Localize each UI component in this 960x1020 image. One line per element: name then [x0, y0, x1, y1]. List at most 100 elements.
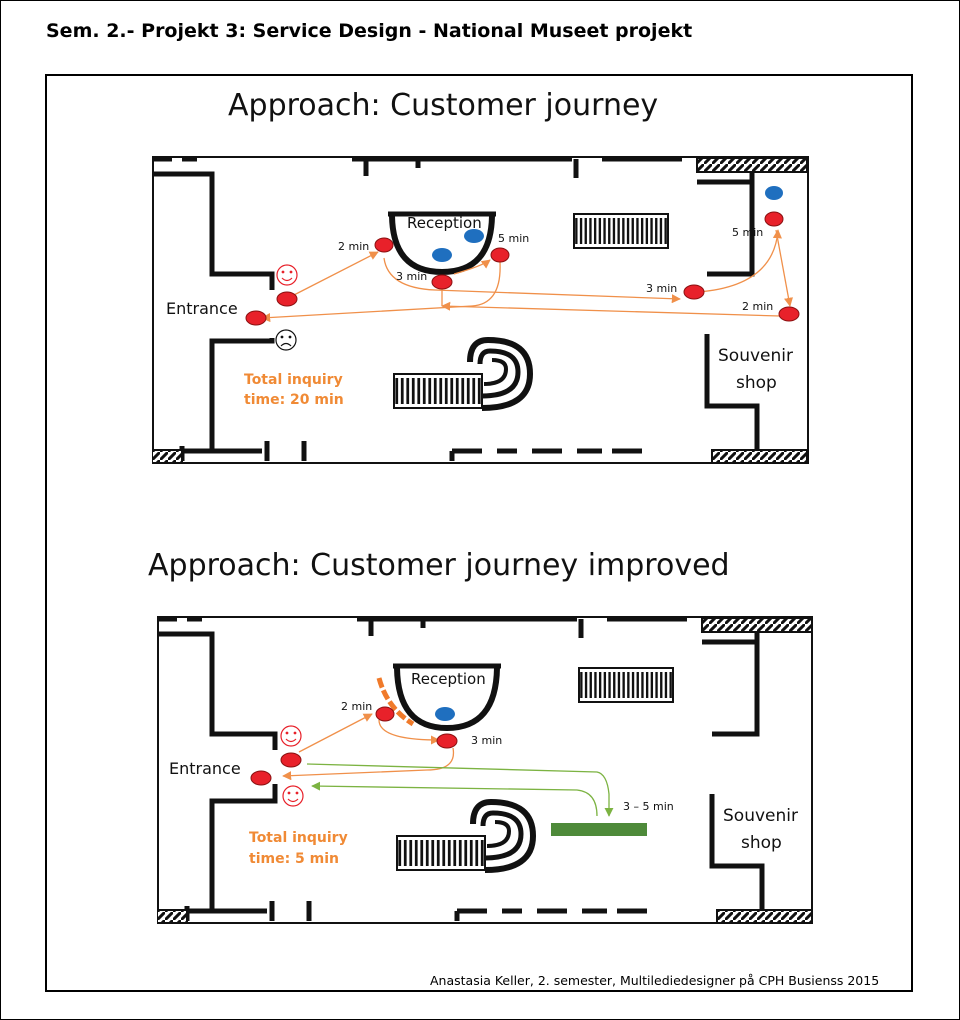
- bar-slat: [453, 840, 457, 866]
- time-label-3min: 3 min: [396, 270, 427, 283]
- bar-slat: [411, 378, 415, 404]
- staff-markers: [432, 186, 783, 262]
- bar-slat: [659, 218, 663, 244]
- bar-slat: [458, 840, 462, 866]
- hatched-walls: [157, 617, 813, 924]
- bar-slat: [417, 378, 421, 404]
- walls: [157, 616, 765, 921]
- souvenir-shop-label-line2: shop: [741, 833, 782, 853]
- bar-slat: [425, 840, 429, 866]
- bar-slat: [414, 840, 418, 866]
- bar-slat: [622, 218, 625, 244]
- bar-slat: [598, 218, 602, 244]
- bar-slat: [664, 672, 668, 698]
- staff-markers: [435, 707, 455, 721]
- page-header: Sem. 2.- Projekt 3: Service Design - Nat…: [46, 20, 693, 42]
- customer-markers: [245, 211, 800, 326]
- bar-slat: [403, 840, 407, 866]
- souvenir-shop-label: Souvenir: [723, 806, 798, 826]
- bar-slat: [447, 840, 451, 866]
- bar-slat: [589, 672, 592, 698]
- entrance-label: Entrance: [166, 299, 238, 318]
- bar-slat: [398, 840, 402, 866]
- bar-slat: [400, 378, 404, 404]
- entrance-label: Entrance: [169, 759, 241, 778]
- smiley-sad-icon: [275, 329, 297, 351]
- bar-slat: [469, 840, 473, 866]
- bar-slat: [641, 672, 644, 698]
- time-label-2min: 2 min: [338, 240, 369, 253]
- souvenir-shop-label: Souvenir: [718, 346, 793, 366]
- souvenir-shop-label-line2: shop: [736, 373, 777, 393]
- bar-slat: [584, 218, 587, 244]
- smiley-happy-icon: [282, 785, 304, 807]
- floor-plan-improved: Reception Entrance Souvenir shop Total i…: [157, 616, 813, 924]
- bar-slat: [422, 378, 426, 404]
- bar-slat: [575, 218, 578, 244]
- bar-slat: [613, 672, 616, 698]
- bar-slat: [655, 672, 658, 698]
- staircase: [393, 336, 534, 411]
- plan-border: [152, 156, 809, 464]
- main-panel: [45, 74, 913, 992]
- reception-desk: [389, 215, 495, 276]
- plan-border: [157, 616, 813, 924]
- time-label-2min-right: 2 min: [742, 300, 773, 313]
- bar-slat: [589, 218, 592, 244]
- reception-label: Reception: [407, 214, 482, 232]
- smiley-happy-icon: [276, 264, 298, 286]
- bar-slat: [420, 840, 424, 866]
- bar-slat: [444, 378, 448, 404]
- bar-slat: [636, 218, 639, 244]
- journey-paths: [261, 229, 793, 323]
- vent-grille: [578, 667, 674, 703]
- bar-slat: [477, 378, 481, 404]
- bar-slat: [650, 672, 654, 698]
- footer-credit: Anastasia Keller, 2. semester, Multiledi…: [430, 973, 880, 988]
- bar-slat: [433, 378, 437, 404]
- bar-slat: [640, 218, 644, 244]
- bar-slat: [579, 218, 583, 244]
- bar-slat: [627, 672, 630, 698]
- bar-slat: [603, 218, 606, 244]
- bar-slat: [593, 218, 597, 244]
- total-time-label: Total inquiry: [244, 372, 343, 388]
- customer-markers: [250, 706, 458, 786]
- reception-desk: [394, 667, 500, 732]
- total-time-label: Total inquiry: [249, 830, 348, 846]
- bar-slat: [472, 378, 476, 404]
- bar-slat: [450, 378, 454, 404]
- hatched-walls: [152, 157, 808, 464]
- section-title-customer-journey-improved: Approach: Customer journey improved: [148, 548, 730, 583]
- time-label-3min: 3 min: [471, 734, 502, 747]
- bar-slat: [442, 840, 446, 866]
- improved-paths: [306, 763, 614, 817]
- bar-slat: [461, 378, 465, 404]
- bar-slat: [475, 840, 479, 866]
- bar-slat: [395, 378, 399, 404]
- bar-slat: [584, 672, 588, 698]
- time-label-3min-right: 3 min: [646, 282, 677, 295]
- bar-slat: [617, 218, 620, 244]
- queue-bar: [551, 823, 647, 836]
- bar-slat: [650, 218, 653, 244]
- bar-slat: [436, 840, 440, 866]
- bar-slat: [645, 218, 649, 244]
- bar-slat: [608, 218, 611, 244]
- floor-plan-current: Reception Entrance Souvenir shop Total i…: [152, 156, 809, 464]
- time-label-5min-right: 5 min: [732, 226, 763, 239]
- bar-slat: [612, 218, 616, 244]
- bar-slat: [431, 840, 435, 866]
- bar-slat: [622, 672, 625, 698]
- time-label-2min: 2 min: [341, 700, 372, 713]
- staircase: [396, 798, 537, 873]
- smiley-happy-icon: [280, 725, 302, 747]
- section-title-customer-journey: Approach: Customer journey: [228, 88, 659, 123]
- bar-slat: [626, 218, 630, 244]
- bar-slat: [480, 840, 484, 866]
- bar-slat: [631, 672, 635, 698]
- bar-slat: [466, 378, 470, 404]
- bar-slat: [409, 840, 413, 866]
- bar-slat: [664, 218, 667, 244]
- bar-slat: [580, 672, 583, 698]
